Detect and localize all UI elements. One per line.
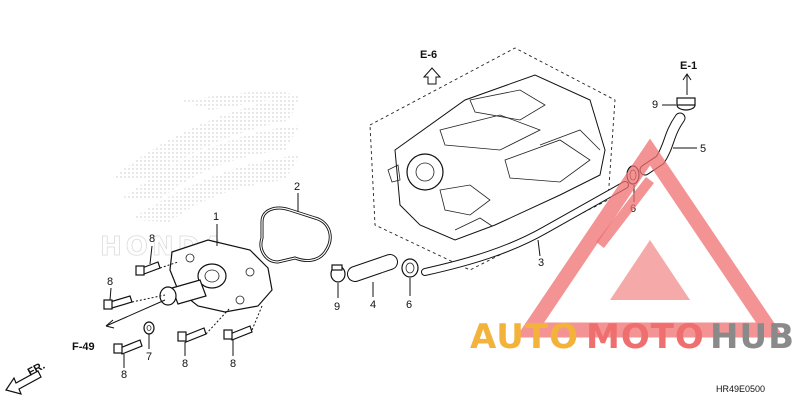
engine-block-assembly <box>369 47 616 271</box>
part-number-2: 2 <box>294 181 300 193</box>
bolt-8-e: 8 <box>223 325 253 370</box>
bolt-8-a: 8 <box>135 233 161 276</box>
pipe-3: 3 <box>421 181 629 276</box>
part-number-6-left: 6 <box>406 299 412 311</box>
watermark-text-auto: AUTO <box>470 317 579 357</box>
part-number-8-d: 8 <box>182 358 188 370</box>
watermark-text-moto: MOTO <box>586 317 705 357</box>
arrow-up-icon <box>682 73 692 81</box>
watermark-logo <box>515 138 785 338</box>
wing-logo-background: HONDA <box>100 90 300 262</box>
part-number-3: 3 <box>538 257 544 269</box>
part-number-8-c: 8 <box>121 369 127 381</box>
bolt-8-c: 8 <box>113 339 143 381</box>
arrow-up-icon <box>422 67 442 85</box>
diagram-code: HR49E0500 <box>716 384 765 394</box>
arrow-left-icon <box>105 319 115 329</box>
part-number-8-b: 8 <box>107 276 113 288</box>
part-number-4: 4 <box>370 299 376 311</box>
ref-e1-label: E-1 <box>680 60 697 72</box>
part-number-1: 1 <box>213 211 219 223</box>
bolt-8-d: 8 <box>177 327 207 370</box>
part-number-5: 5 <box>700 143 706 155</box>
part-number-7: 7 <box>146 351 152 363</box>
clamp-9-upper: 9 <box>652 97 696 111</box>
clamp-9-lower: 9 <box>330 264 346 313</box>
bolt-8-b: 8 <box>103 276 133 310</box>
part-number-8-a: 8 <box>149 233 155 245</box>
front-arrow-icon <box>5 370 42 395</box>
part-number-9-lower: 9 <box>334 301 340 313</box>
gasket-2: 2 <box>259 181 332 264</box>
ref-fr-label: FR. <box>26 360 47 379</box>
ref-e6-group: E-6 <box>420 49 442 85</box>
water-pump-1: 1 <box>159 211 273 313</box>
ref-f49-label: F-49 <box>72 341 95 353</box>
ref-e1-group: E-1 <box>680 60 697 95</box>
hose-4: 4 <box>347 254 398 311</box>
ref-e6-label: E-6 <box>420 49 437 61</box>
ref-f49-group: F-49 <box>72 299 166 353</box>
part-number-8-e: 8 <box>230 358 236 370</box>
washer-7: 7 <box>143 321 155 363</box>
watermark-text-hub: HUB <box>710 317 795 357</box>
front-direction-indicator: FR. <box>5 360 47 395</box>
clamp-6-left: 6 <box>401 258 419 311</box>
part-number-9-upper: 9 <box>652 99 658 111</box>
